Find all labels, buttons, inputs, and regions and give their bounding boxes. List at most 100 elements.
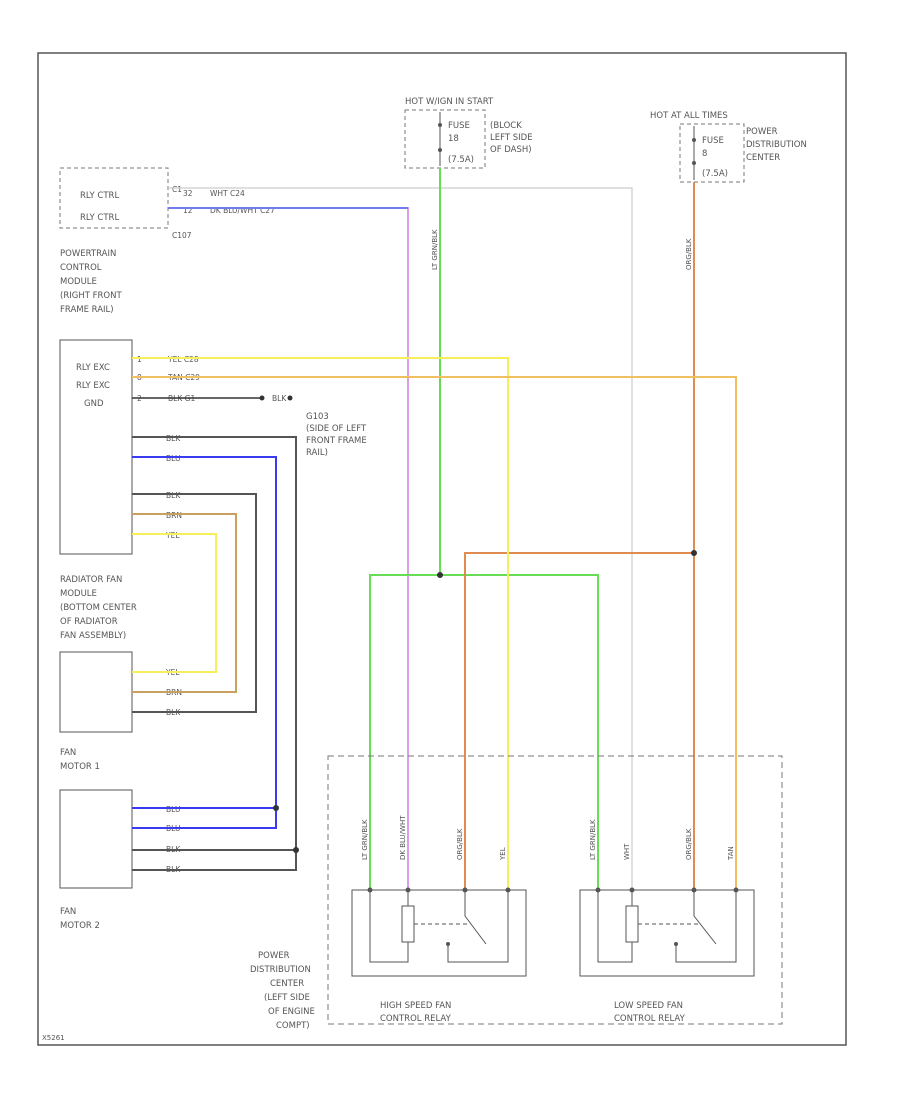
low-relay-label-1: LOW SPEED FAN (614, 1001, 683, 1011)
wire-green-relays (369, 574, 599, 890)
fan-motor-2-wire-1: BLU (166, 805, 180, 814)
ground-tag: BLK (272, 394, 287, 403)
wire-tan-exc (132, 376, 737, 890)
hot-run-fuse-num: 18 (448, 134, 459, 144)
hot-run-power-source: HOT W/IGN IN START FUSE 18 (7.5A) (BLOCK… (404, 97, 533, 169)
fan-motor-1-label-1: FAN (60, 748, 76, 758)
pdc-label-3: CENTER (270, 979, 304, 989)
fan-motor-2-label-1: FAN (60, 907, 76, 917)
radiator-label-4: OF RADIATOR (60, 617, 118, 627)
hot-always-location-3: CENTER (746, 153, 780, 163)
diagram-frame (37, 52, 847, 1046)
fan-motor-2-label-2: MOTOR 2 (60, 921, 100, 931)
harness-wire-4: BRN (166, 511, 182, 520)
pcm-label-5: FRAME RAIL) (60, 305, 114, 315)
high-speed-relay: HIGH SPEED FAN CONTROL RELAY (351, 887, 527, 1024)
radiator-label-3: (BOTTOM CENTER (60, 603, 137, 613)
hot-run-location-2: LEFT SIDE (490, 133, 533, 143)
label-low-tan: TAN (727, 846, 735, 861)
high-relay-label-2: CONTROL RELAY (380, 1014, 452, 1024)
label-high-orange: ORG/BLK (456, 828, 464, 860)
wire-black-motor2-a (132, 436, 297, 871)
wire-yellow-motor1 (132, 533, 217, 673)
low-relay-label-2: CONTROL RELAY (614, 1014, 686, 1024)
hot-run-fuse-label: FUSE (448, 121, 470, 131)
ground-label-3: FRONT FRAME (306, 436, 367, 446)
high-relay-label-1: HIGH SPEED FAN (380, 1001, 451, 1011)
wires (132, 168, 737, 890)
label-high-yellow: YEL (499, 847, 507, 861)
radiator-label-5: FAN ASSEMBLY) (60, 631, 126, 641)
hot-always-fuse-label: FUSE (702, 136, 724, 146)
label-low-green: LT GRN/BLK (589, 819, 597, 860)
pcm-pin1-num: 32 (183, 189, 193, 198)
pcm-pin2-label: RLY CTRL (80, 213, 119, 223)
label-low-orange: ORG/BLK (685, 828, 693, 860)
radiator-pin1-label: RLY EXC (76, 363, 110, 373)
low-relay-box (579, 889, 755, 977)
pcm-label-2: CONTROL (60, 263, 102, 273)
pdc-label-6: COMPT) (276, 1021, 310, 1031)
ground-point (259, 395, 265, 401)
fan-motor-1-label-2: MOTOR 1 (60, 762, 100, 772)
label-low-white: WHT (623, 843, 631, 860)
pcm-wire1-label: WHT C24 (210, 189, 245, 198)
ground-label-2: (SIDE OF LEFT (306, 424, 367, 434)
wire-violet-pcm (168, 207, 409, 890)
powertrain-control-module: RLY CTRL RLY CTRL C1 32 12 C107 WHT C24 … (59, 167, 275, 315)
pdc-box (327, 755, 783, 1025)
label-high-violet: DK BLU/WHT (399, 815, 407, 860)
splice-blue (273, 805, 279, 811)
radiator-wire1-label: YEL C28 (167, 355, 199, 364)
ground-label-4: RAIL) (306, 448, 328, 458)
harness-wire-3: BLK (166, 491, 181, 500)
radiator-pin3-label: GND (84, 399, 104, 409)
radiator-label-1: RADIATOR FAN (60, 575, 122, 585)
harness-wire-5: YEL (165, 531, 180, 540)
splice-orange (691, 550, 697, 556)
pdc-label-5: OF ENGINE (268, 1007, 315, 1017)
hot-run-fuse-size: (7.5A) (448, 155, 474, 165)
fan-motor-2: BLU BLU BLK BLK FAN MOTOR 2 (59, 789, 181, 931)
wire-blue-motor2-a (132, 456, 277, 809)
wire-white-pcm (168, 187, 633, 890)
hot-always-location-2: DISTRIBUTION (746, 140, 807, 150)
pcm-label-3: MODULE (60, 277, 97, 287)
high-relay-box (351, 889, 527, 977)
pdc-label-1: POWER (258, 951, 290, 961)
ground-symbol (287, 395, 293, 401)
hot-always-fuse-box (679, 123, 745, 183)
footer-code: X5261 (42, 1034, 65, 1042)
pdc-label-2: DISTRIBUTION (250, 965, 311, 975)
harness-wire-1: BLK (166, 434, 181, 443)
wire-yellow-exc (132, 357, 509, 890)
hot-always-location-1: POWER (746, 127, 778, 137)
wire-blue-motor2-b (132, 808, 277, 829)
wire-orange-high (464, 552, 694, 890)
pcm-connector-bottom: C107 (172, 231, 192, 240)
fan-motor-2-box (59, 789, 133, 889)
radiator-label-2: MODULE (60, 589, 97, 599)
hot-always-fuse-size: (7.5A) (702, 169, 728, 179)
label-high-green: LT GRN/BLK (361, 819, 369, 860)
radiator-pin1-num: 1 (137, 355, 142, 364)
ground-label-1: G103 (306, 412, 329, 422)
hot-run-title: HOT W/IGN IN START (405, 97, 494, 107)
radiator-module-box (59, 339, 133, 555)
splice-black (293, 847, 299, 853)
hot-always-title: HOT AT ALL TIMES (650, 111, 728, 121)
splice-green (437, 572, 443, 578)
pcm-label-1: POWERTRAIN (60, 249, 116, 259)
label-green-top: LT GRN/BLK (431, 229, 439, 270)
pcm-connector-top: C1 (172, 185, 182, 194)
fan-motor-1-box (59, 651, 133, 733)
wire-brown-motor1 (132, 513, 237, 693)
low-speed-relay: LOW SPEED FAN CONTROL RELAY (579, 887, 755, 1024)
harness-wire-2: BLU (166, 454, 180, 463)
wire-black-motor1 (132, 493, 257, 713)
hot-run-location-1: (BLOCK (490, 121, 522, 131)
hot-always-power-source: HOT AT ALL TIMES FUSE 8 (7.5A) POWER DIS… (650, 111, 807, 183)
label-orange-top: ORG/BLK (685, 238, 693, 270)
